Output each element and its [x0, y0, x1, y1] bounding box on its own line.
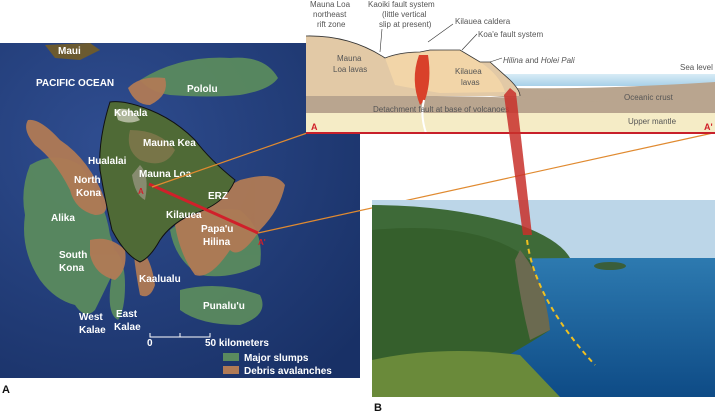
section-end-label: A' [258, 238, 266, 247]
panel-label-a: A [2, 384, 10, 396]
slide-label-south-kona-2: Kona [59, 263, 84, 274]
debris-avalanches [26, 77, 285, 297]
unit-ml-lavas-1: Mauna [337, 54, 362, 63]
volcano-label-kohala: Kohala [114, 108, 148, 119]
location-arrow [504, 88, 532, 235]
callout-ml-rift-1: Mauna Loa [310, 0, 351, 9]
island-label: Maui [58, 46, 81, 57]
volcano-label-hualalai: Hualalai [88, 156, 127, 167]
slide-label-west-kalae-1: West [79, 312, 103, 323]
connector-line [151, 131, 311, 188]
slide-label-punaluu: Punalu'u [203, 301, 245, 312]
volcano-label-mauna-kea: Mauna Kea [143, 138, 196, 149]
legend-avalanches: Debris avalanches [244, 366, 332, 377]
volcano-label-kilauea: Kilauea [166, 210, 202, 221]
section-a-label: A [311, 122, 318, 132]
unit-sea-level: Sea level [680, 63, 713, 72]
ocean-label: PACIFIC OCEAN [36, 78, 114, 89]
slide-label-south-kona-1: South [59, 250, 87, 261]
scale-end: 50 kilometers [205, 338, 269, 349]
coastline-photo [372, 200, 715, 397]
legend: Major slumps Debris avalanches [223, 353, 332, 377]
callout-kaoiki-1: Kaoiki fault system [368, 0, 435, 9]
section-start-label: A [138, 187, 144, 196]
callout-ml-rift-2: northeast [313, 10, 347, 19]
slide-label-pololu: Pololu [187, 84, 218, 95]
connector-line [257, 132, 714, 234]
satellite-map: Maui PACIFIC OCEAN Pololu Kohala Mauna K… [0, 43, 360, 378]
callout-kaoiki-2: (little vertical [382, 10, 427, 19]
scale-bar: 0 50 kilometers [147, 333, 269, 349]
slide-label-east-kalae-2: Kalae [114, 322, 141, 333]
slide-label-kaalualu: Kaalualu [139, 274, 181, 285]
slide-label-west-kalae-2: Kalae [79, 325, 106, 336]
magma-conduit [414, 55, 430, 105]
callout-ml-rift-3: rift zone [317, 20, 346, 29]
legend-slumps: Major slumps [244, 353, 309, 364]
unit-k-lavas-2: lavas [461, 78, 480, 87]
slide-label-north-kona-1: North [74, 175, 101, 186]
scale-zero: 0 [147, 338, 153, 349]
unit-ml-lavas-2: Loa lavas [333, 65, 367, 74]
volcano-label-erz: ERZ [208, 191, 228, 202]
maui-island [45, 43, 100, 60]
slide-label-east-kalae-1: East [116, 309, 138, 320]
slide-label-alika: Alika [51, 213, 75, 224]
section-a-prime-label: A' [704, 122, 713, 132]
callout-hilina: Hilina and Holei Pali [503, 56, 575, 65]
slide-label-papau-2: Hilina [203, 237, 231, 248]
callout-koae-fault: Koa'e fault system [478, 30, 543, 39]
slide-label-north-kona-2: Kona [76, 188, 101, 199]
callout-kilauea-caldera: Kilauea caldera [455, 17, 511, 26]
panel-label-b: B [374, 402, 382, 414]
callout-kaoiki-3: slip at present) [379, 20, 432, 29]
slide-label-papau-1: Papa'u [201, 224, 233, 235]
unit-oceanic-crust: Oceanic crust [624, 93, 674, 102]
unit-upper-mantle: Upper mantle [628, 117, 677, 126]
unit-k-lavas-1: Kilauea [455, 67, 482, 76]
volcano-label-mauna-loa: Mauna Loa [139, 169, 192, 180]
section-line [148, 182, 259, 235]
unit-detachment-fault: Detachment fault at base of volcanoes [373, 105, 509, 114]
